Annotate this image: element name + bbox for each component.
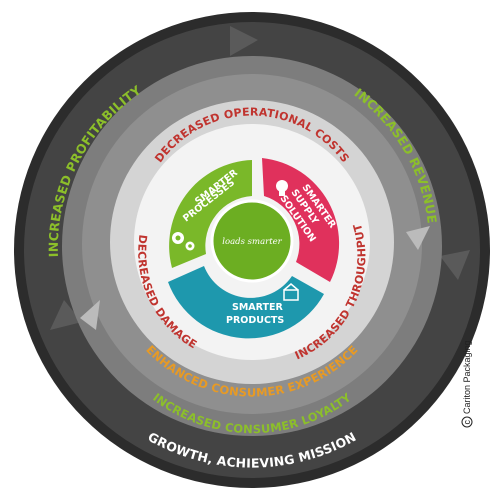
outer-arrow-right: [440, 250, 470, 280]
segment-smarter-products: [168, 266, 324, 339]
gears-icon: [172, 232, 195, 251]
copyright-text: Cariton Packaging: [462, 340, 472, 414]
middle-arrow-left: [80, 300, 100, 330]
outer-arrow-left: [50, 300, 82, 330]
lightbulb-icon: [276, 180, 288, 196]
svg-text:c: c: [462, 420, 472, 425]
products-label-line1: SMARTER: [232, 302, 284, 313]
products-label-line2: PRODUCTS: [226, 315, 284, 326]
box-icon: [283, 283, 299, 301]
outer-arrow-top: [230, 26, 258, 56]
center-logo-text: loads smarter: [222, 237, 282, 247]
segment-smarter-processes: [169, 160, 252, 268]
copyright-mark: c Cariton Packaging: [461, 340, 473, 428]
middle-arrow-right: [406, 226, 430, 250]
center-core-ring: [210, 199, 294, 283]
center-core: [212, 201, 292, 281]
